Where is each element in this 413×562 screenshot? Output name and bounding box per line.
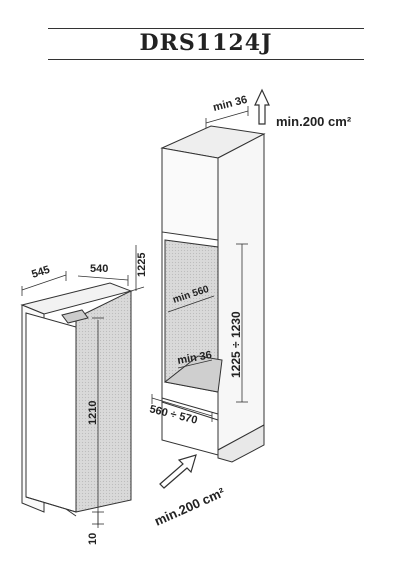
fridge-total-height-label: 1225 [136, 253, 148, 277]
fridge-appliance [20, 282, 133, 517]
title-rule-bottom [48, 59, 364, 60]
bottom-gap-dimension [177, 359, 213, 369]
fridge-bottom-gap-label: 10 [87, 533, 99, 545]
fridge-door [25, 312, 77, 513]
bottom-gap-label: min 36 [176, 349, 212, 367]
fridge-dimension-lines [21, 245, 145, 528]
title-rule-top [48, 28, 364, 29]
cabinet-plinth [217, 424, 265, 463]
model-title: DRS1124J [139, 30, 273, 56]
fridge-width-label: 540 [90, 263, 108, 275]
tall-cabinet [160, 125, 266, 463]
fridge-body-height-label: 1210 [87, 401, 99, 425]
cabinet-niche-floor [163, 355, 223, 393]
top-gap-label: min 36 [212, 94, 249, 114]
niche-height-label: 1225 ÷ 1230 [229, 311, 243, 378]
cabinet-upper-door [161, 147, 219, 241]
top-vent-arrow [254, 88, 270, 125]
cabinet-side-panel [217, 133, 265, 451]
bottom-vent-arrow [159, 454, 197, 489]
fridge-depth-label: 545 [30, 264, 51, 281]
niche-height-dimension [236, 243, 248, 403]
top-gap-dimension [205, 106, 249, 128]
top-vent-label: min.200 cm² [276, 114, 352, 129]
fridge-side [75, 290, 132, 513]
bottom-vent-label: min.200 cm² [152, 484, 227, 529]
niche-width-dimension [151, 394, 213, 422]
title-block: DRS1124J [48, 22, 364, 60]
niche-depth-dimension [167, 295, 215, 313]
fridge-hinge [61, 309, 89, 324]
